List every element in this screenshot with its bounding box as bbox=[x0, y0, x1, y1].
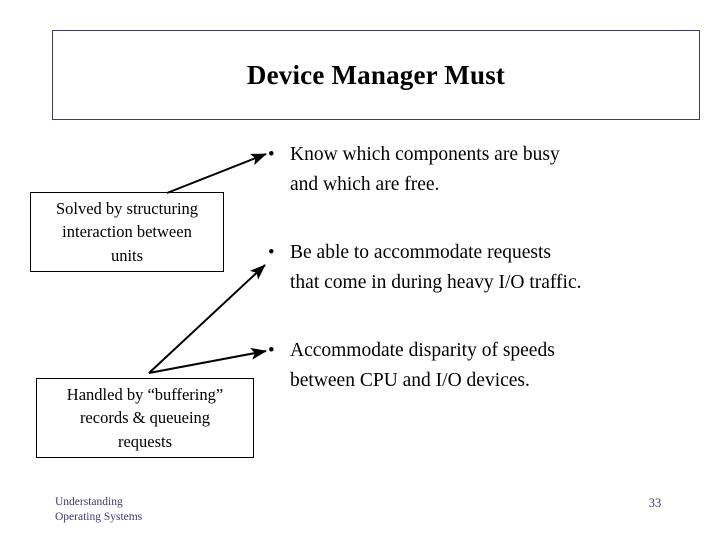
list-item: • Accommodate disparity of speeds betwee… bbox=[268, 336, 688, 396]
callout-box-handled-by-buffering: Handled by “buffering” records & queuein… bbox=[36, 378, 254, 458]
bullet-marker-icon: • bbox=[268, 242, 275, 263]
arrow-callout2-to-bullet3 bbox=[148, 347, 267, 374]
arrow-callout2-to-bullet2 bbox=[148, 264, 266, 374]
footer-source-label: Understanding Operating Systems bbox=[55, 495, 142, 525]
footer-source-line-1: Understanding bbox=[55, 496, 123, 508]
list-item-text: Know which components are busy and which… bbox=[290, 140, 688, 200]
list-item-line: Know which components are busy bbox=[290, 144, 560, 165]
callout-line-3: requests bbox=[117, 431, 173, 451]
callout-line-2: records & queueing bbox=[79, 408, 211, 428]
arrow-callout1-to-bullet1 bbox=[166, 153, 267, 194]
list-item: • Know which components are busy and whi… bbox=[268, 140, 688, 200]
callout-box-solved-by-structuring: Solved by structuring interaction betwee… bbox=[30, 192, 224, 272]
page-title: Device Manager Must bbox=[246, 59, 506, 90]
title-box: Device Manager Must bbox=[52, 30, 700, 120]
footer-source-line-2: Operating Systems bbox=[55, 511, 143, 523]
list-item-line: between CPU and I/O devices. bbox=[290, 370, 530, 391]
callout-line-3: units bbox=[110, 245, 144, 265]
list-item-line: that come in during heavy I/O traffic. bbox=[290, 272, 582, 293]
bullet-marker-icon: • bbox=[268, 340, 275, 361]
bullet-marker-icon: • bbox=[268, 144, 275, 165]
list-item-text: Accommodate disparity of speeds between … bbox=[290, 336, 688, 396]
callout-line-2: interaction between bbox=[62, 222, 192, 242]
list-item-line: and which are free. bbox=[290, 174, 440, 195]
list-item-text: Be able to accommodate requests that com… bbox=[290, 238, 688, 298]
list-item-line: Be able to accommodate requests bbox=[290, 242, 551, 263]
callout-line-1: Solved by structuring bbox=[55, 198, 199, 218]
callout-line-1: Handled by “buffering” bbox=[66, 384, 224, 404]
page-number: 33 bbox=[648, 496, 662, 510]
list-item: • Be able to accommodate requests that c… bbox=[268, 238, 688, 298]
list-item-line: Accommodate disparity of speeds bbox=[290, 340, 555, 361]
